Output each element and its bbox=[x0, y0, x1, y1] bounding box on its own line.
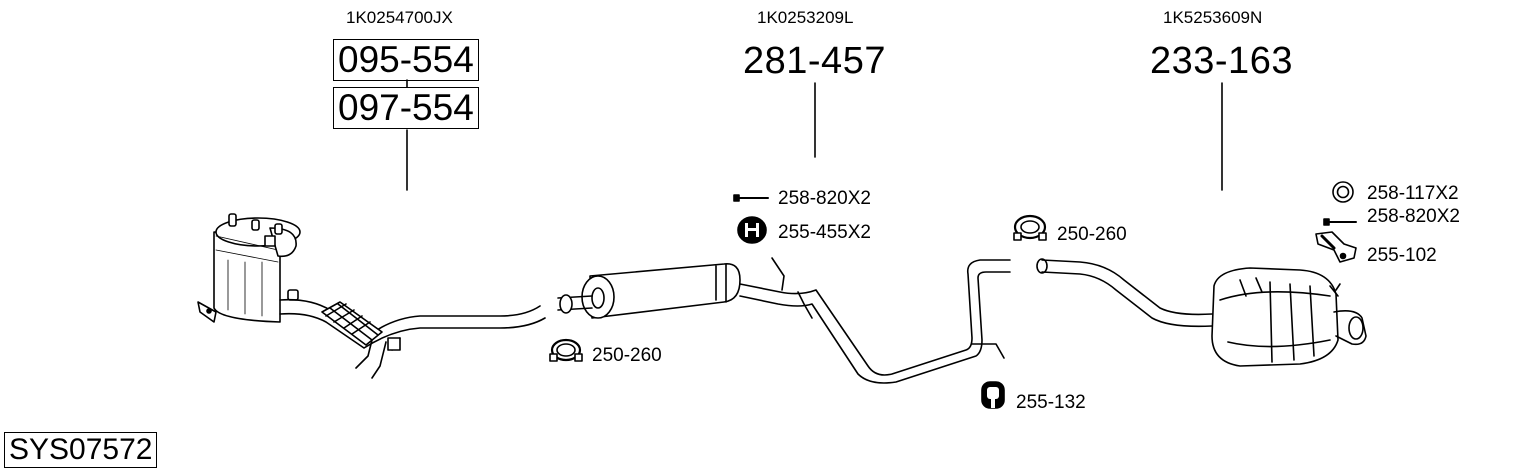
label-bolt-middle[interactable]: 258-820X2 bbox=[778, 188, 871, 209]
label-bolt-rear[interactable]: 258-820X2 bbox=[1367, 206, 1460, 227]
part-number-rear[interactable]: 233-163 bbox=[1150, 40, 1293, 82]
bracket-icon[interactable] bbox=[1315, 231, 1357, 263]
ring-icon[interactable] bbox=[1332, 181, 1354, 203]
front-pipe[interactable] bbox=[279, 298, 546, 379]
label-bracket-rear[interactable]: 255-102 bbox=[1367, 245, 1437, 266]
oem-number-rear: 1K5253609N bbox=[1163, 8, 1263, 27]
part-number-front-b[interactable]: 097-554 bbox=[333, 87, 479, 129]
rear-silencer-icon[interactable] bbox=[1036, 258, 1367, 367]
part-number-front-a[interactable]: 095-554 bbox=[333, 39, 479, 81]
part-number-middle[interactable]: 281-457 bbox=[743, 40, 886, 82]
bolt-icon[interactable] bbox=[733, 194, 769, 202]
label-clamp-front[interactable]: 250-260 bbox=[592, 345, 662, 366]
label-rubber-middle[interactable]: 255-455X2 bbox=[778, 222, 871, 243]
label-clamp-rear[interactable]: 250-260 bbox=[1057, 224, 1127, 245]
rubber-mount-under-icon[interactable] bbox=[981, 381, 1005, 409]
label-rubber-under[interactable]: 255-132 bbox=[1016, 392, 1086, 413]
rubber-mount-icon[interactable] bbox=[737, 216, 767, 244]
clamp-icon[interactable] bbox=[549, 338, 583, 362]
oem-number-front: 1K0254700JX bbox=[346, 8, 453, 27]
bolt-rear-icon[interactable] bbox=[1323, 218, 1357, 226]
system-code: SYS07572 bbox=[4, 432, 158, 468]
clamp-rear-icon[interactable] bbox=[1013, 214, 1047, 241]
catalytic-converter-icon[interactable] bbox=[197, 213, 301, 323]
oem-number-middle: 1K0253209L bbox=[757, 8, 854, 27]
label-ring-rear[interactable]: 258-117X2 bbox=[1367, 183, 1459, 204]
middle-silencer-icon[interactable] bbox=[557, 257, 1011, 384]
